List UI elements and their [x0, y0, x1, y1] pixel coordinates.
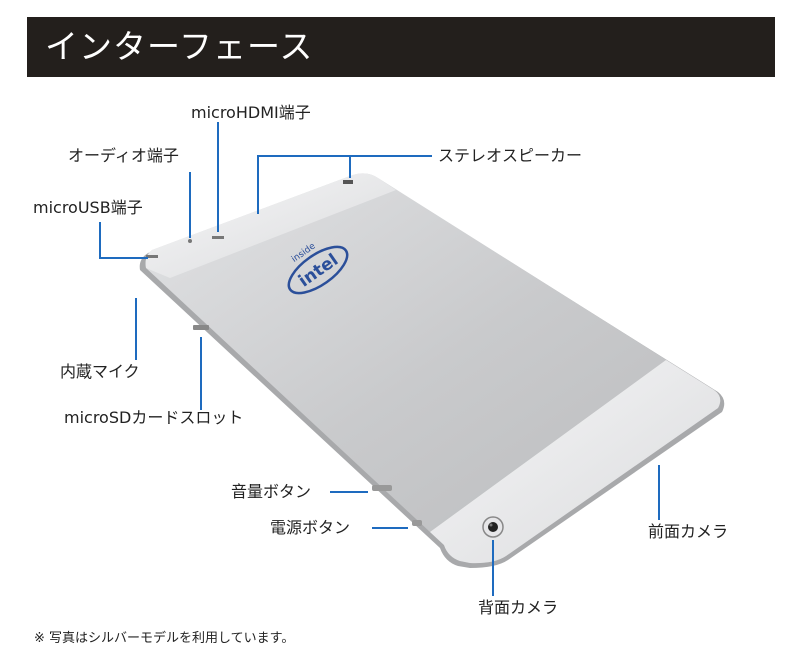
label-power-button: 電源ボタン — [270, 518, 351, 537]
label-micro-sd: microSDカードスロット — [64, 408, 244, 427]
page-title: インターフェース — [45, 27, 314, 66]
usb-port — [146, 255, 158, 258]
label-micro-hdmi: microHDMI端子 — [191, 103, 311, 122]
label-front-camera: 前面カメラ — [648, 522, 729, 541]
sd-slot — [193, 325, 209, 330]
title-bar: インターフェース — [27, 17, 775, 77]
tablet-top-cap — [145, 173, 396, 278]
volume-rocker — [372, 485, 392, 491]
hdmi-port — [212, 236, 224, 239]
audio-jack — [188, 239, 192, 243]
tablet-bottom-cap — [430, 360, 721, 564]
rear-camera-lens — [482, 516, 504, 538]
label-stereo-speaker: ステレオスピーカー — [438, 146, 583, 165]
power-key — [412, 520, 422, 526]
callout-micro-usb — [99, 222, 148, 259]
label-audio: オーディオ端子 — [68, 146, 179, 165]
label-microphone: 内蔵マイク — [60, 362, 140, 381]
label-volume-button: 音量ボタン — [231, 482, 312, 501]
label-rear-camera: 背面カメラ — [478, 598, 559, 617]
speaker-grille — [343, 180, 353, 184]
callout-lines — [99, 122, 660, 596]
callout-stereo-speaker — [257, 155, 432, 214]
label-micro-usb: microUSB端子 — [33, 198, 143, 217]
footnote: ※ 写真はシルバーモデルを利用しています。 — [34, 631, 295, 646]
